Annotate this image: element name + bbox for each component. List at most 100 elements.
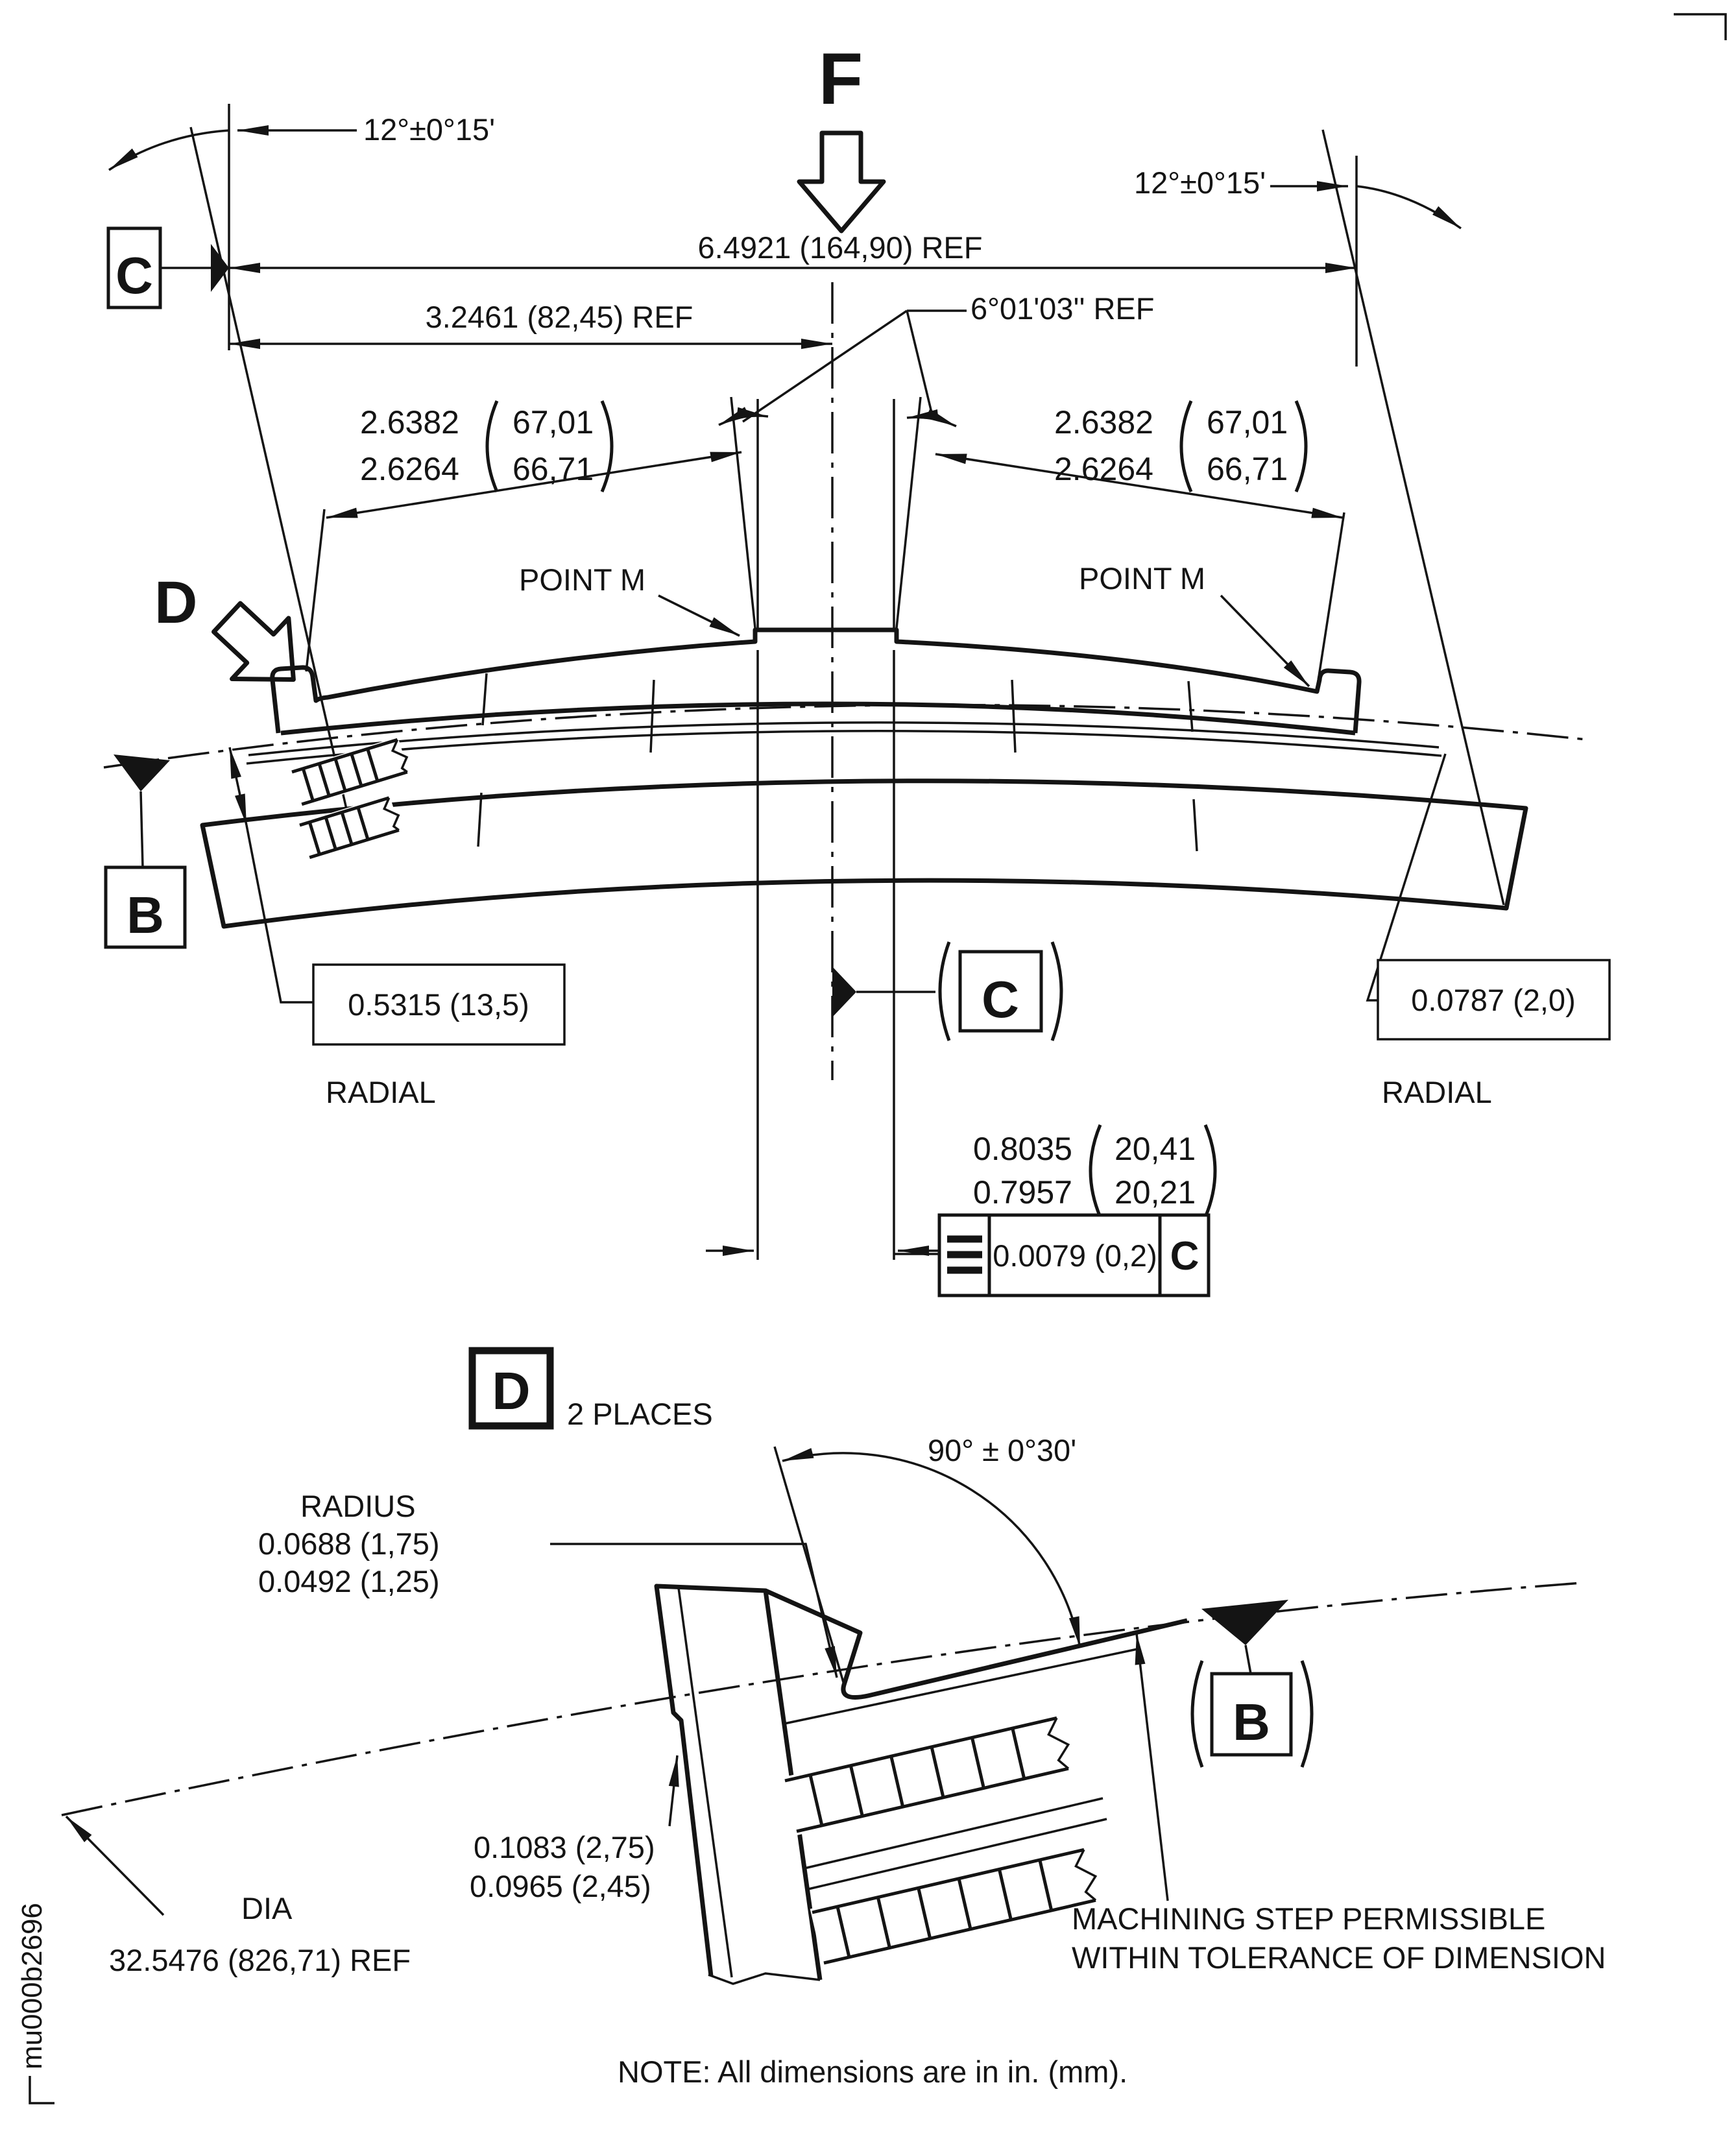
point-m-left: POINT M — [519, 562, 740, 637]
paren-icon — [1179, 400, 1193, 492]
machining-note-line2: WITHIN TOLERANCE OF DIMENSION — [1072, 1940, 1606, 1975]
dim-dia-label: DIA — [241, 1891, 293, 1925]
dim-angle-center-text: 6°01'03'' REF — [970, 291, 1154, 326]
dim-angle-center: 6°01'03'' REF — [718, 291, 1154, 428]
serration-band — [289, 736, 409, 808]
datum-c-left-letter: C — [115, 247, 153, 304]
dim-half: 3.2461 (82,45) REF — [229, 300, 832, 349]
point-m-left-text: POINT M — [519, 562, 645, 597]
paren-icon — [1190, 1660, 1204, 1768]
part-centerline — [103, 703, 1587, 769]
datum-triangle-icon — [1201, 1600, 1288, 1645]
paren-icon — [1294, 400, 1308, 492]
feature-control-frame: 0.0079 (0,2) C — [894, 1213, 1211, 1297]
datum-c-center-letter: C — [982, 970, 1019, 1028]
dim-radial-left-box — [312, 963, 566, 1046]
dim-radial-right: 0.0787 (2,0) RADIAL — [1366, 753, 1611, 1109]
main-view: F D 12°±0°15' 12°±0° — [103, 13, 1727, 1297]
dim-half-text: 3.2461 (82,45) REF — [426, 300, 693, 334]
symmetry-icon — [947, 1235, 982, 1274]
footer: NOTE: All dimensions are in in. (mm). mu… — [16, 1903, 1127, 2104]
corner-mark-icon — [1674, 13, 1727, 40]
detail-part — [654, 1584, 1188, 1985]
datum-b-detail-letter: B — [1233, 1693, 1270, 1751]
datum-c-left: C — [106, 226, 229, 309]
detail-end-wall — [654, 1584, 823, 1981]
datum-b-left-letter: B — [127, 886, 164, 944]
construction-lines — [189, 104, 1505, 1260]
dim-left-chord: 2.6382 2.6264 67,01 66,71 — [326, 400, 742, 519]
paren-icon — [1089, 1124, 1102, 1218]
machining-step-note: MACHINING STEP PERMISSIBLE WITHIN TOLERA… — [1072, 1633, 1606, 1975]
dim-radial-left-value: 0.5315 (13,5) — [348, 987, 529, 1022]
datum-c-center-box — [958, 950, 1043, 1033]
units-note: NOTE: All dimensions are in in. (mm). — [618, 2055, 1127, 2089]
part-web-line — [246, 730, 1442, 765]
view-f-label: F — [819, 38, 863, 119]
dim-angle-right-text: 12°±0°15' — [1134, 165, 1266, 200]
doc-code-bracket-icon — [29, 2076, 54, 2104]
dim-step-lo: 0.0965 (2,45) — [470, 1869, 651, 1903]
dim-angle-right: 12°±0°15' — [1134, 165, 1462, 230]
detail-d-view: D 2 PLACES — [61, 1347, 1606, 1985]
dim-overall-text: 6.4921 (164,90) REF — [698, 230, 983, 265]
dim-radial-left-label: RADIAL — [326, 1075, 436, 1109]
part-section — [103, 627, 1587, 929]
detail-d-title: D 2 PLACES — [468, 1347, 713, 1431]
paren-icon — [485, 400, 499, 492]
part-lower-band — [200, 778, 1528, 929]
datum-c-center: C — [832, 941, 1063, 1041]
dim-radial-right-value: 0.0787 (2,0) — [1411, 983, 1575, 1017]
serration-band — [297, 795, 401, 861]
dim-radius: RADIUS 0.0688 (1,75) 0.0492 (1,25) — [258, 1489, 838, 1678]
datum-triangle-icon — [211, 244, 229, 292]
datum-b-left-box — [104, 865, 187, 949]
dim-angle-left: 12°±0°15' — [108, 112, 495, 171]
doc-code: mu000b2696 — [16, 1903, 48, 2069]
point-m-right-text: POINT M — [1079, 561, 1205, 596]
dim-right-chord-mm-hi: 67,01 — [1207, 404, 1288, 440]
dim-boss-in-lo: 0.7957 — [973, 1174, 1072, 1211]
dim-right-chord-in-hi: 2.6382 — [1054, 404, 1153, 440]
fcf-datum: C — [1170, 1234, 1200, 1279]
detail-d-letter: D — [492, 1362, 530, 1421]
point-m-right: POINT M — [1079, 561, 1310, 688]
datum-triangle-icon — [832, 967, 856, 1017]
dim-left-chord-in-lo: 2.6264 — [360, 451, 459, 487]
datum-b-detail-box — [1210, 1672, 1293, 1757]
radial-tick-marks — [477, 673, 1198, 852]
dim-radius-hi: 0.0688 (1,75) — [258, 1526, 440, 1561]
dim-boss-mm-lo: 20,21 — [1115, 1174, 1196, 1211]
paren-icon — [938, 941, 951, 1041]
datum-c-left-box — [106, 226, 162, 309]
serration-band — [810, 1845, 1100, 1968]
detail-centerline — [61, 1582, 1582, 1816]
dim-left-chord-in-hi: 2.6382 — [360, 404, 459, 440]
dim-angle-90: 90° ± 0°30' — [773, 1433, 1081, 1687]
datum-b-left: B — [104, 754, 187, 949]
dim-radius-label: RADIUS — [300, 1489, 416, 1523]
dim-angle-left-text: 12°±0°15' — [363, 112, 495, 147]
dim-right-chord: 2.6382 2.6264 67,01 66,71 — [935, 400, 1344, 519]
dim-dia: DIA 32.5476 (826,71) REF — [65, 1815, 411, 1977]
dim-radius-lo: 0.0492 (1,25) — [258, 1564, 440, 1598]
break-line — [708, 1972, 821, 1985]
view-d-arrow-icon — [211, 601, 296, 682]
dim-radial-right-box — [1377, 959, 1611, 1041]
dim-radial-left: 0.5315 (13,5) RADIAL — [228, 747, 566, 1109]
dim-dia-value: 32.5476 (826,71) REF — [109, 1943, 411, 1977]
paren-icon — [1050, 941, 1063, 1041]
dim-right-chord-mm-lo: 66,71 — [1207, 451, 1288, 487]
detail-d-box — [468, 1347, 554, 1430]
dim-left-chord-mm-hi: 67,01 — [512, 404, 594, 440]
dim-radial-right-label: RADIAL — [1382, 1075, 1492, 1109]
part-web-line — [248, 721, 1440, 756]
fcf-tolerance: 0.0079 (0,2) — [993, 1238, 1157, 1273]
dim-right-chord-in-lo: 2.6264 — [1054, 451, 1153, 487]
dim-step: 0.1083 (2,75) 0.0965 (2,45) — [470, 1755, 679, 1903]
dim-overall: 6.4921 (164,90) REF — [229, 230, 1356, 273]
dim-boss-width: 0.8035 0.7957 20,41 20,21 — [706, 1124, 1217, 1256]
part-top-surface — [270, 627, 1362, 734]
